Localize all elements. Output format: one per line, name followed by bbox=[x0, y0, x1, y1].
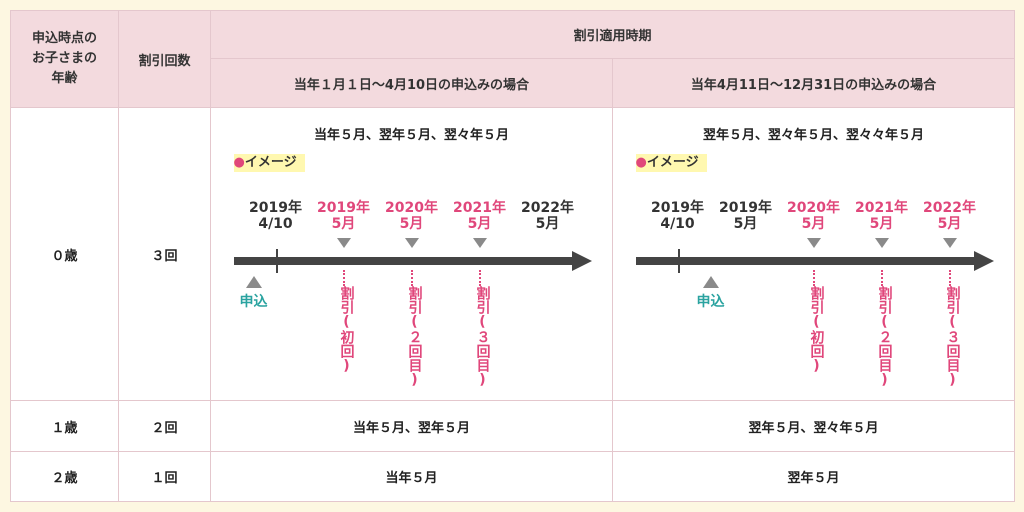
table-row: １歳 ２回 当年５月、翌年５月 翌年５月、翌々年５月 bbox=[10, 400, 1016, 452]
period-cell-b: 翌年５月、翌々年５月 bbox=[611, 400, 1016, 452]
year-label-line2: 5月 bbox=[399, 216, 424, 232]
period-cell-b: 翌年５月 bbox=[611, 451, 1016, 502]
header-age-line-2: お子さまの bbox=[31, 51, 97, 66]
image-label-text: イメージ bbox=[646, 155, 699, 170]
year-label-line2: 5月 bbox=[535, 216, 560, 232]
dotted-connector bbox=[880, 270, 883, 286]
discount-label: 割引(２回目) bbox=[406, 286, 423, 388]
up-triangle-icon bbox=[702, 276, 719, 288]
image-label-text: イメージ bbox=[244, 155, 297, 170]
down-triangle-icon bbox=[806, 238, 821, 248]
year-label-line1: 2019年 bbox=[317, 200, 370, 216]
discount-label: 割引(２回目) bbox=[876, 286, 893, 388]
count-cell: １回 bbox=[118, 451, 211, 502]
year-label-line2: 4/10 bbox=[660, 216, 695, 232]
discount-label: 割引(初回) bbox=[338, 286, 355, 374]
count-cell: ２回 bbox=[118, 400, 211, 452]
table-row: ２歳 １回 当年５月 翌年５月 bbox=[10, 451, 1016, 502]
count-cell: ３回 bbox=[118, 107, 211, 401]
discount-schedule-table: 申込時点の お子さまの 年齢 割引回数 割引適用時期 当年１月１日〜4月10日の… bbox=[10, 10, 1016, 502]
image-label: ●イメージ bbox=[635, 154, 707, 172]
header-discount-count: 割引回数 bbox=[118, 10, 211, 108]
header-case-a: 当年１月１日〜4月10日の申込みの場合 bbox=[210, 58, 613, 108]
timeline-tick bbox=[275, 249, 278, 273]
year-label-line1: 2019年 bbox=[249, 200, 302, 216]
age-cell: ２歳 bbox=[10, 451, 119, 502]
year-label-line1: 2021年 bbox=[855, 200, 908, 216]
year-label-line1: 2021年 bbox=[453, 200, 506, 216]
image-dot-icon: ● bbox=[635, 155, 647, 170]
period-cell-a: 当年５月 bbox=[210, 451, 613, 502]
year-label-line2: 5月 bbox=[869, 216, 894, 232]
year-label-line2: 5月 bbox=[733, 216, 758, 232]
header-discount-period: 割引適用時期 bbox=[209, 10, 1016, 59]
year-label-line1: 2019年 bbox=[651, 200, 704, 216]
year-label-line2: 4/10 bbox=[258, 216, 293, 232]
image-dot-icon: ● bbox=[233, 155, 245, 170]
timeline-tick bbox=[677, 249, 680, 273]
apply-label: 申込 bbox=[239, 294, 268, 310]
down-triangle-icon bbox=[404, 238, 419, 248]
header-case-b: 当年4月11日〜12月31日の申込みの場合 bbox=[611, 58, 1016, 108]
dotted-connector bbox=[478, 270, 481, 286]
arrow-right-icon bbox=[973, 251, 994, 271]
header-age-line-1: 申込時点の bbox=[31, 31, 97, 46]
period-text-b: 翌年５月、翌々年５月、翌々々年５月 bbox=[702, 128, 924, 143]
year-label-line2: 5月 bbox=[467, 216, 492, 232]
discount-table-wrapper: 申込時点の お子さまの 年齢 割引回数 割引適用時期 当年１月１日〜4月10日の… bbox=[10, 10, 1016, 502]
image-label: ●イメージ bbox=[233, 154, 305, 172]
year-label-line1: 2019年 bbox=[719, 200, 772, 216]
year-label-line1: 2022年 bbox=[923, 200, 976, 216]
year-label-line1: 2020年 bbox=[787, 200, 840, 216]
down-triangle-icon bbox=[942, 238, 957, 248]
down-triangle-icon bbox=[874, 238, 889, 248]
header-child-age: 申込時点の お子さまの 年齢 bbox=[10, 10, 119, 108]
year-label-line1: 2022年 bbox=[521, 200, 574, 216]
year-label-line2: 5月 bbox=[331, 216, 356, 232]
year-label-line2: 5月 bbox=[801, 216, 826, 232]
age-cell: ０歳 bbox=[10, 107, 119, 401]
discount-label: 割引(３回目) bbox=[474, 286, 491, 388]
header-age-line-3: 年齢 bbox=[51, 71, 78, 86]
apply-label: 申込 bbox=[696, 294, 725, 310]
dotted-connector bbox=[342, 270, 345, 286]
year-label-line1: 2020年 bbox=[385, 200, 438, 216]
down-triangle-icon bbox=[336, 238, 351, 248]
discount-label: 割引(初回) bbox=[808, 286, 825, 374]
dotted-connector bbox=[948, 270, 951, 286]
timeline-bar bbox=[635, 257, 976, 265]
dotted-connector bbox=[410, 270, 413, 286]
timeline-bar bbox=[233, 257, 574, 265]
down-triangle-icon bbox=[472, 238, 487, 248]
dotted-connector bbox=[812, 270, 815, 286]
age-cell: １歳 bbox=[10, 400, 119, 452]
arrow-right-icon bbox=[571, 251, 592, 271]
period-text-a: 当年５月、翌年５月、翌々年５月 bbox=[313, 128, 509, 143]
period-cell-a: 当年５月、翌年５月 bbox=[210, 400, 613, 452]
up-triangle-icon bbox=[245, 276, 262, 288]
discount-label: 割引(３回目) bbox=[944, 286, 961, 388]
year-label-line2: 5月 bbox=[937, 216, 962, 232]
